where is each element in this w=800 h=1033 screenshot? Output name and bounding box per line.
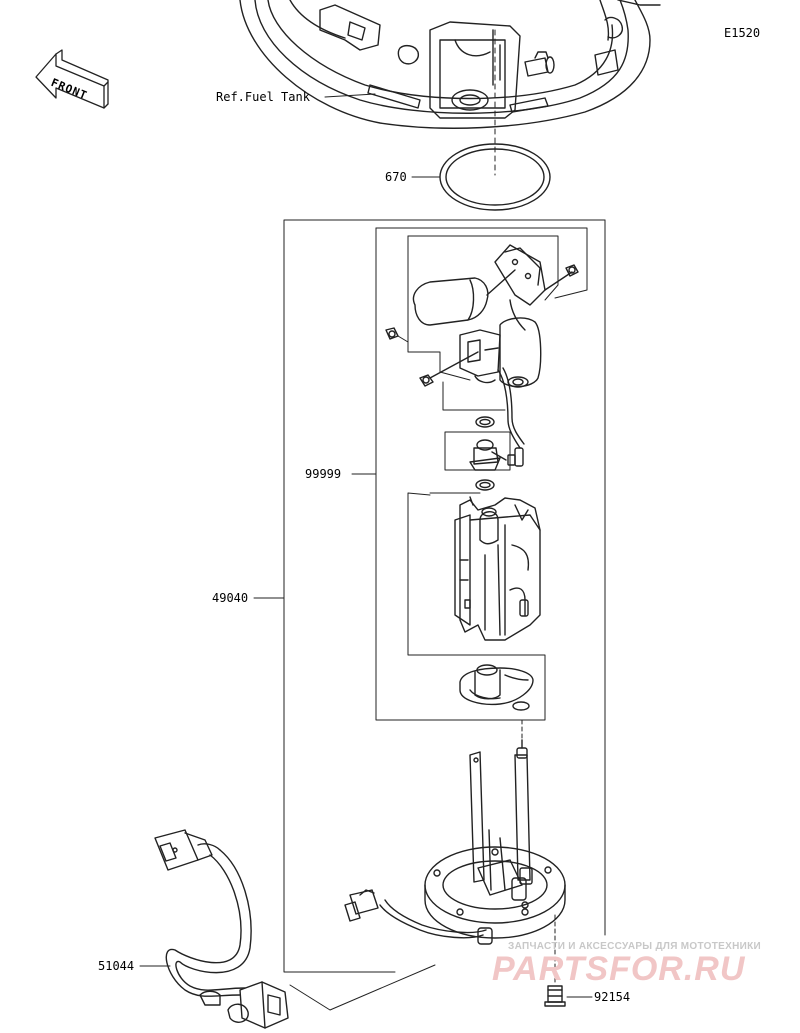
- pump-harness: [345, 890, 492, 944]
- bolt-92154: [545, 986, 565, 1006]
- pump-filter: [460, 665, 533, 704]
- diagram-code: E1520: [724, 26, 761, 40]
- assembly-bracket-99999: [376, 228, 587, 298]
- part-label-99999: 99999: [305, 467, 342, 481]
- part-label-ref-fuel-tank: Ref.Fuel Tank: [216, 90, 310, 104]
- fuel-pump-body: [455, 497, 540, 640]
- part-label-49040: 49040: [212, 591, 249, 605]
- pump-flange: [425, 830, 565, 938]
- part-label-670: 670: [385, 170, 407, 184]
- check-valve: [470, 440, 506, 470]
- pump-rods: [470, 720, 530, 882]
- watermark-brand: PARTSFOR.RU: [492, 950, 746, 988]
- gasket-ring: [440, 144, 550, 210]
- part-label-51044: 51044: [98, 959, 135, 973]
- lead-51044: [155, 830, 288, 1028]
- watermark-caption: ЗАПЧАСТИ И АКСЕССУАРЫ ДЛЯ МОТОТЕХНИКИ: [508, 941, 761, 952]
- assembly-bracket-49040: [284, 220, 605, 972]
- fuel-tank-illustration: [240, 0, 660, 175]
- fuel-level-sender: [386, 236, 578, 380]
- o-ring-upper: [476, 417, 494, 427]
- o-ring-lower: [476, 480, 494, 490]
- part-label-92154: 92154: [594, 990, 631, 1004]
- front-arrow-icon: [36, 50, 108, 108]
- pressure-regulator: [420, 318, 541, 466]
